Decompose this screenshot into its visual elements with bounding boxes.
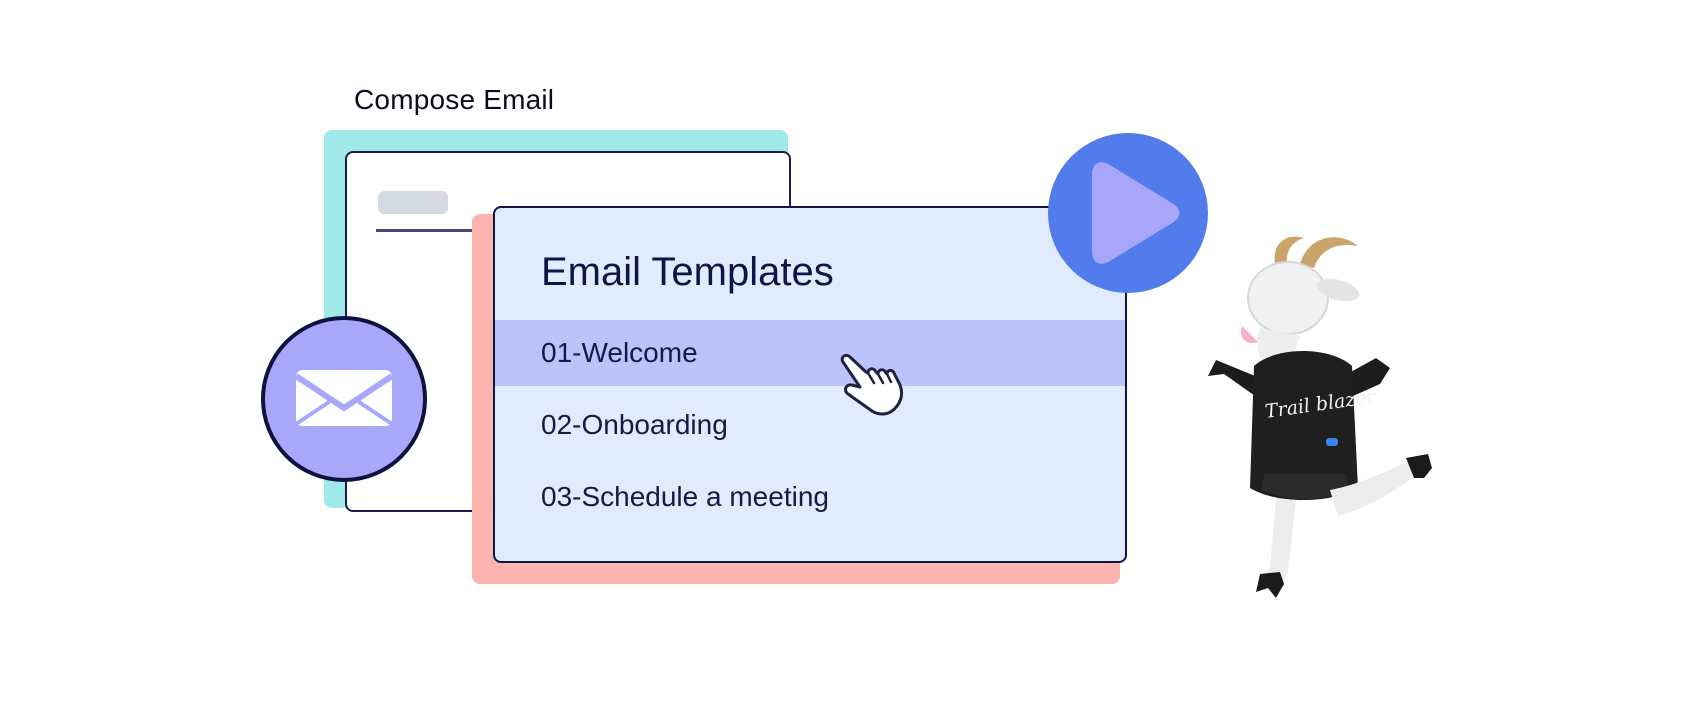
hand-pointer-icon: [830, 345, 910, 425]
envelope-badge: [261, 316, 427, 482]
template-item-label: 02-Onboarding: [541, 409, 728, 440]
template-item-label: 01-Welcome: [541, 337, 698, 368]
template-item-welcome[interactable]: 01-Welcome: [495, 320, 1125, 386]
template-item-onboarding[interactable]: 02-Onboarding: [495, 392, 1125, 458]
goat-mascot: Trail blazer: [1180, 228, 1460, 648]
play-button[interactable]: [1048, 133, 1208, 293]
email-templates-panel: Email Templates 01-Welcome 02-Onboarding…: [493, 206, 1127, 563]
template-item-label: 03-Schedule a meeting: [541, 481, 829, 512]
envelope-icon: [294, 370, 394, 426]
compose-field-placeholder: [378, 191, 448, 214]
play-icon: [1092, 162, 1180, 264]
compose-email-title: Compose Email: [354, 84, 555, 115]
email-templates-title: Email Templates: [541, 250, 834, 294]
template-item-schedule-meeting[interactable]: 03-Schedule a meeting: [495, 464, 1125, 530]
